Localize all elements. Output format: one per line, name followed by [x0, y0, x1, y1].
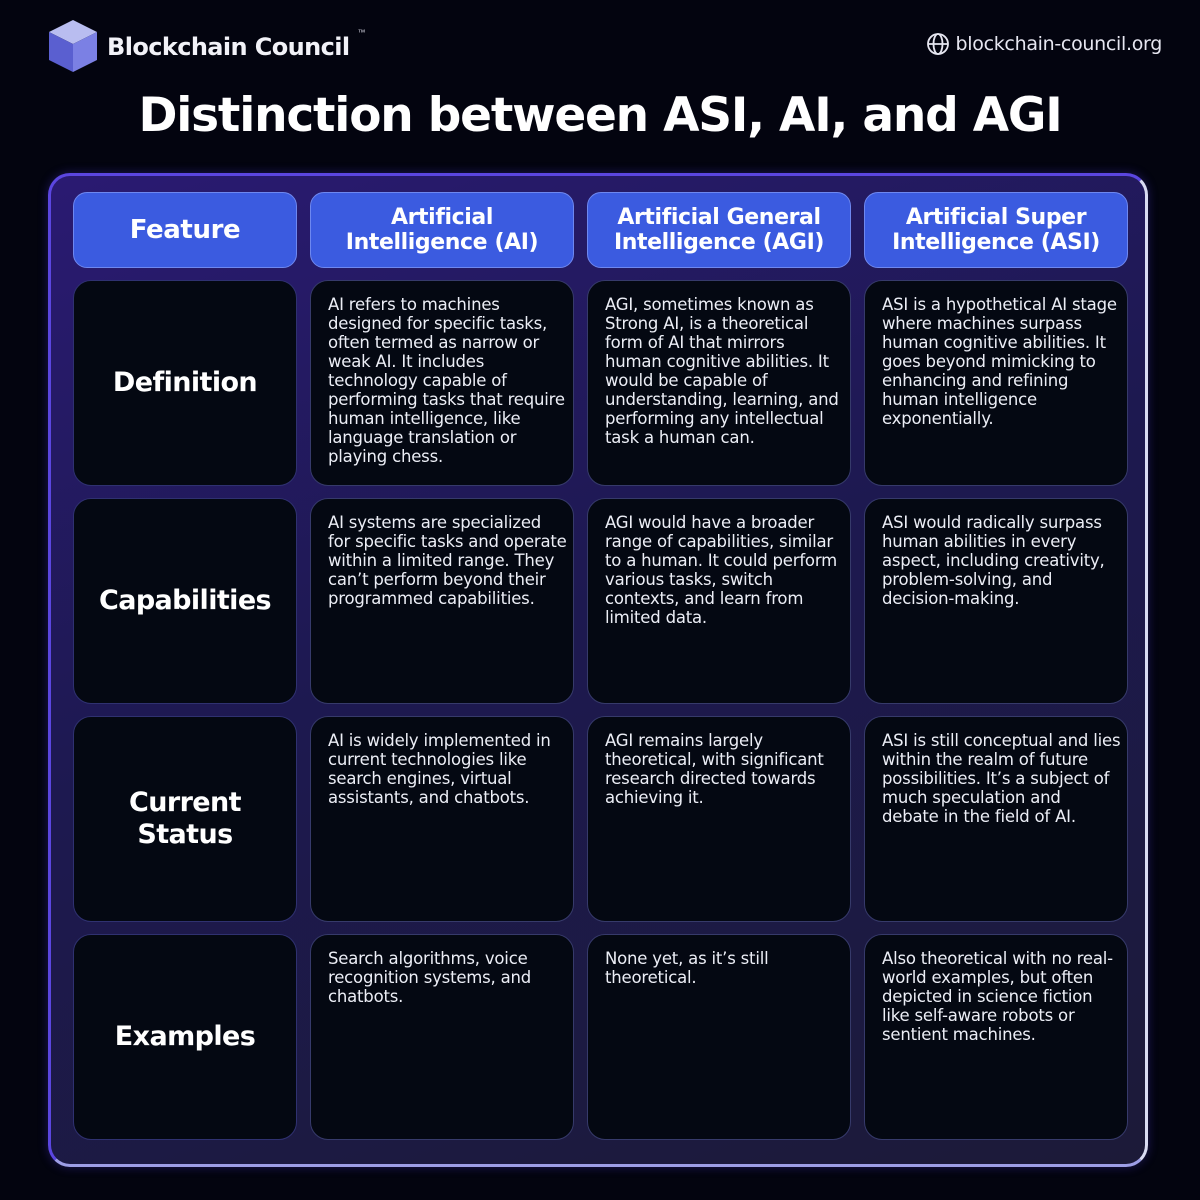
cell-examples-ai: Search algorithms, voice recognition sys…: [310, 934, 574, 1140]
cube-icon: [49, 20, 97, 72]
cell-definition-ai: AI refers to machines designed for speci…: [310, 280, 574, 486]
page-title: Distinction between ASI, AI, and AGI: [138, 88, 1062, 143]
header-agi: Artificial General Intelligence (AGI): [587, 192, 851, 268]
cell-definition-agi: AGI, sometimes known as Strong AI, is a …: [587, 280, 851, 486]
row-label-definition: Definition: [73, 280, 297, 486]
website-link[interactable]: blockchain-council.org: [926, 32, 1162, 56]
cell-capabilities-ai: AI systems are specialized for specific …: [310, 498, 574, 704]
cell-status-ai: AI is widely implemented in current tech…: [310, 716, 574, 922]
header-asi: Artificial Super Intelligence (ASI): [864, 192, 1128, 268]
cell-definition-asi: ASI is a hypothetical AI stage where mac…: [864, 280, 1128, 486]
cell-capabilities-asi: ASI would radically surpass human abilit…: [864, 498, 1128, 704]
globe-icon: [926, 33, 949, 55]
header-feature: Feature: [73, 192, 297, 268]
trademark-mark: ™: [357, 27, 366, 37]
comparison-panel: Feature Artificial Intelligence (AI) Art…: [48, 173, 1148, 1167]
header-ai: Artificial Intelligence (AI): [310, 192, 574, 268]
brand-logo: Blockchain Council ™: [45, 18, 366, 74]
cell-capabilities-agi: AGI would have a broader range of capabi…: [587, 498, 851, 704]
cell-status-agi: AGI remains largely theoretical, with si…: [587, 716, 851, 922]
row-label-current-status: Current Status: [73, 716, 297, 922]
brand-name: Blockchain Council: [107, 33, 350, 61]
cell-examples-asi: Also theoretical with no real-world exam…: [864, 934, 1128, 1140]
website-label: blockchain-council.org: [955, 33, 1163, 55]
row-label-examples: Examples: [73, 934, 297, 1140]
cell-examples-agi: None yet, as it’s still theoretical.: [587, 934, 851, 1140]
cell-status-asi: ASI is still conceptual and lies within …: [864, 716, 1128, 922]
comparison-table: Feature Artificial Intelligence (AI) Art…: [73, 192, 1128, 1140]
row-label-capabilities: Capabilities: [73, 498, 297, 704]
